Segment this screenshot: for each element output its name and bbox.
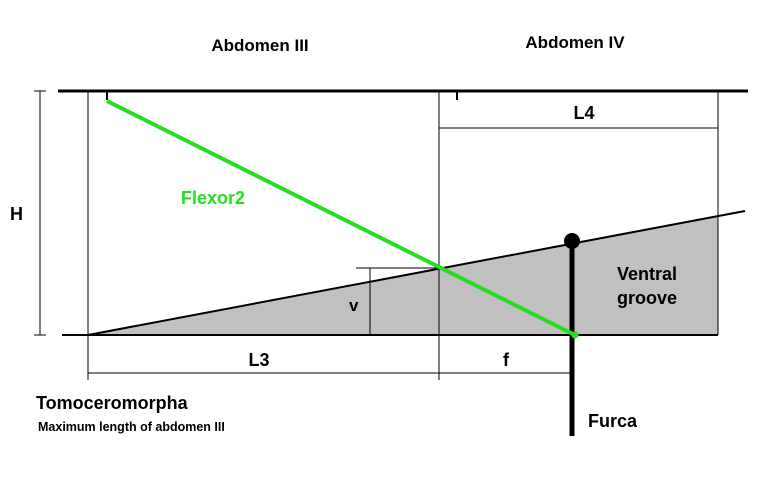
label-abdomen-iv: Abdomen IV: [525, 33, 625, 52]
label-furca: Furca: [588, 411, 638, 431]
label-flexor2: Flexor2: [181, 188, 245, 208]
label-f: f: [503, 350, 510, 370]
label-l4: L4: [573, 103, 594, 123]
label-abdomen-iii: Abdomen III: [211, 36, 308, 55]
caption-max-length: Maximum length of abdomen III: [38, 420, 225, 434]
label-tomoceromorpha: Tomoceromorpha: [36, 393, 189, 413]
label-ventral-groove-1: Ventral: [617, 264, 677, 284]
flexor2-line: [106, 99, 576, 337]
label-ventral-groove-2: groove: [617, 288, 677, 308]
label-h: H: [10, 204, 23, 224]
flexor2-insertion: [571, 331, 579, 339]
ventral-groove-line: [87, 210, 746, 336]
label-l3: L3: [248, 350, 269, 370]
furca-joint: [564, 233, 580, 249]
label-v: v: [349, 296, 359, 315]
